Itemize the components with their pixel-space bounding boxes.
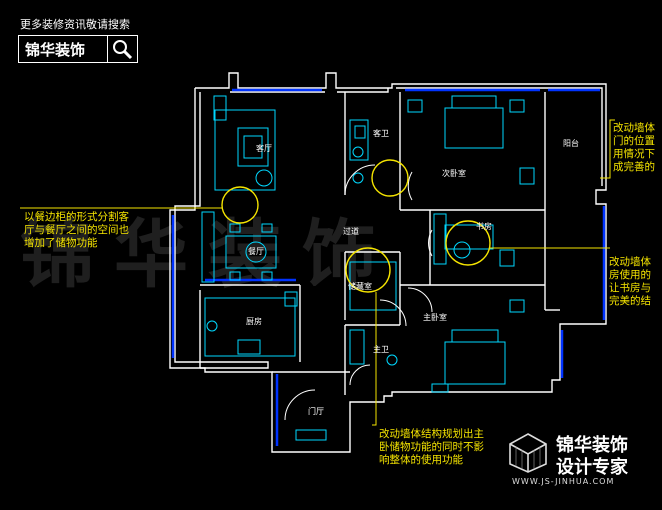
annotation-left-line2: 厅与餐厅之间的空间也 — [24, 224, 129, 236]
room-label-master-bed: 主卧室 — [423, 313, 447, 322]
footer-brand: 锦华装饰 — [556, 435, 628, 456]
room-label-hall: 过道 — [343, 227, 359, 236]
windows — [171, 88, 606, 446]
annotation-right-mid-line4: 完美的结 — [609, 295, 651, 307]
room-label-living: 客厅 — [256, 144, 272, 153]
footer-subtitle: 设计专家 — [556, 457, 628, 478]
search-hint: 更多装修资讯敬请搜索 — [20, 18, 130, 31]
room-label-balcony: 阳台 — [563, 139, 579, 148]
annotation-right-top-line2: 门的位置 — [613, 135, 655, 147]
annotation-right-top-line4: 成完善的 — [613, 161, 655, 173]
highlight-circles — [221, 159, 491, 293]
room-label-study: 书房 — [476, 222, 492, 231]
annotation-right-top-line3: 用情况下 — [613, 148, 655, 160]
room-label-storage: 储藏室 — [348, 282, 372, 291]
magnifier-icon[interactable] — [111, 38, 133, 60]
room-label-second-bed: 次卧室 — [442, 169, 466, 178]
room-label-master-bath: 主卫 — [373, 345, 389, 354]
annotation-bottom-line2: 卧储物功能的同时不影 — [379, 441, 484, 453]
brand-search-box[interactable]: 锦华装饰 — [18, 35, 138, 63]
footer-url: WWW.JS-JINHUA.COM — [512, 477, 615, 486]
watermark: 锦华装饰 — [20, 212, 396, 298]
callout-lines — [20, 119, 615, 426]
room-label-guest-bath: 客卫 — [373, 129, 389, 138]
room-label-entry: 门厅 — [308, 407, 324, 416]
cube-logo-icon — [509, 433, 547, 473]
annotation-left: 以餐边柜的形式分割客 厅与餐厅之间的空间也 增加了储物功能 — [24, 211, 129, 250]
annotation-bottom-line3: 响整体的使用功能 — [379, 454, 463, 466]
annotation-bottom-line1: 改动墙体结构规划出主 — [379, 428, 484, 440]
furniture — [201, 95, 535, 441]
annotation-right-mid: 改动墙体 房使用的 让书房与 完美的结 — [609, 256, 651, 308]
annotation-left-line3: 增加了储物功能 — [24, 237, 98, 249]
annotation-right-mid-line2: 房使用的 — [609, 269, 651, 281]
brand-name: 锦华装饰 — [25, 41, 86, 59]
annotation-right-top: 改动墙体 门的位置 用情况下 成完善的 — [613, 122, 655, 174]
room-label-dining: 餐厅 — [248, 247, 264, 256]
room-label-kitchen: 厨房 — [246, 317, 262, 326]
annotation-right-mid-line3: 让书房与 — [609, 282, 651, 294]
annotation-left-line1: 以餐边柜的形式分割客 — [24, 211, 129, 223]
doors — [284, 164, 433, 421]
annotation-bottom: 改动墙体结构规划出主 卧储物功能的同时不影 响整体的使用功能 — [379, 428, 484, 467]
walls — [169, 72, 607, 453]
annotation-right-mid-line1: 改动墙体 — [609, 256, 651, 268]
annotation-right-top-line1: 改动墙体 — [613, 122, 655, 134]
brand-divider — [107, 36, 108, 62]
